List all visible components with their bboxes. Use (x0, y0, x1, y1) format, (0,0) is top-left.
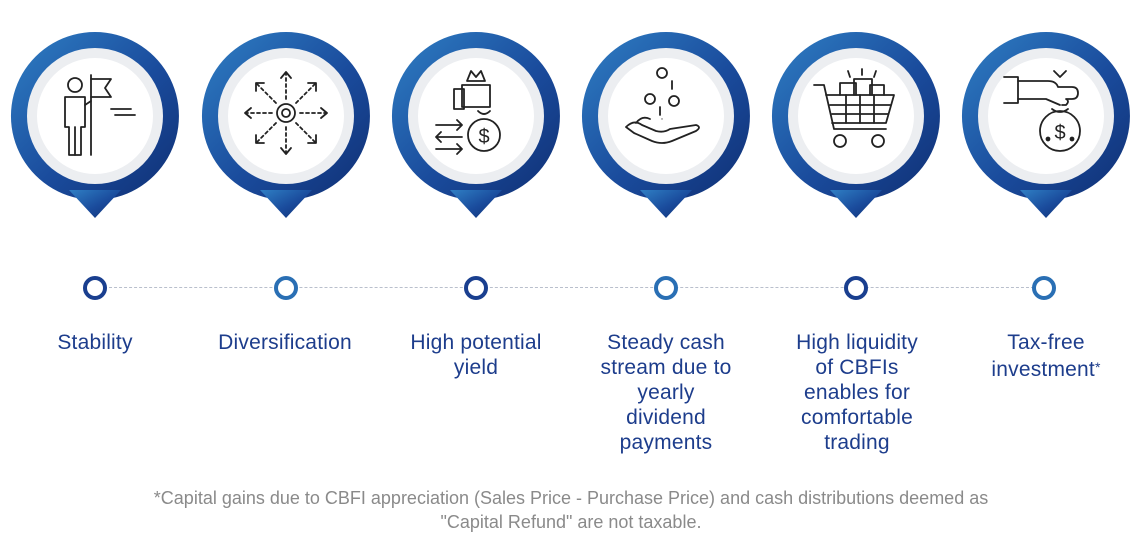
benefit-pin-high-yield: $ (390, 30, 562, 220)
benefit-label-liquidity: High liquidity of CBFIs enables for comf… (796, 331, 918, 454)
benefit-label-cash-stream: Steady cash stream due to yearly dividen… (600, 331, 732, 454)
timeline-node (464, 276, 488, 300)
diversification-arrows-icon (244, 71, 328, 155)
timeline-node (1032, 276, 1056, 300)
timeline-node (274, 276, 298, 300)
benefit-label-tax-free: Tax-free investment* (991, 331, 1101, 381)
benefit-pin-stability (9, 30, 181, 220)
svg-text:$: $ (1054, 122, 1065, 144)
benefit-pin-tax-free: $ (960, 30, 1132, 220)
timeline-node (654, 276, 678, 300)
benefit-pin-diversification (200, 30, 372, 220)
benefit-pin-cash-stream (580, 30, 752, 220)
footnote: *Capital gains due to CBFI appreciation … (153, 488, 989, 532)
asterisk-marker: * (1094, 359, 1101, 375)
svg-text:$: $ (478, 126, 489, 148)
benefit-label-diversification: Diversification (218, 331, 352, 354)
timeline-node (844, 276, 868, 300)
money-bag-exchange-icon: $ (435, 70, 501, 155)
benefit-label-stability: Stability (57, 331, 133, 354)
hand-money-bag-icon: $ (1003, 70, 1081, 152)
benefit-label-high-yield: High potential yield (410, 331, 542, 379)
benefit-pin-liquidity (770, 30, 942, 220)
timeline-node (83, 276, 107, 300)
timeline-dashed-line (94, 287, 1044, 288)
hand-coins-icon (625, 67, 700, 144)
footnote-marker: * (153, 488, 161, 508)
person-flag-icon (64, 74, 136, 156)
shopping-cart-icon (813, 68, 895, 148)
